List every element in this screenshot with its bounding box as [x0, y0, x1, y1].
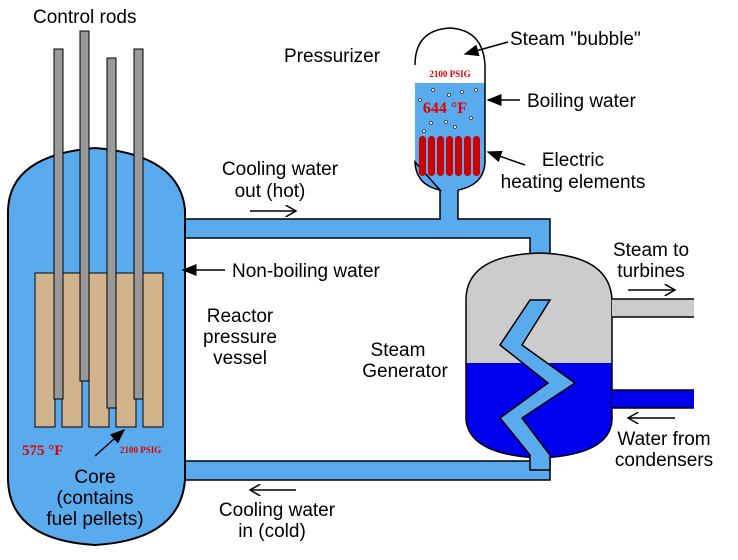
label-turbines: turbines [617, 261, 685, 282]
label-core: Core [74, 467, 115, 488]
annotation-arrows [94, 41, 675, 490]
label-non-boiling-water: Non-boiling water [232, 261, 381, 282]
label-water-from: Water from [617, 429, 710, 450]
label-steam-to: Steam to [613, 240, 689, 261]
heating-elements [419, 136, 480, 176]
heat-exchanger-tube [498, 299, 577, 471]
steam-bubbles [418, 88, 478, 133]
control-rods [53, 30, 144, 409]
steam-generator [465, 252, 694, 471]
label-electric: Electric [542, 150, 604, 171]
label-heating-elements: heating elements [501, 172, 646, 193]
label-cooling-out-hot: out (hot) [235, 181, 306, 202]
label-steam-bubble: Steam "bubble" [510, 29, 641, 50]
label-boiling-water: Boiling water [527, 91, 636, 112]
label-steam: Steam [371, 340, 426, 361]
pressurizer-temperature-readout: 644 °F [423, 100, 467, 117]
label-fuel-pellets: fuel pellets) [46, 509, 143, 530]
fuel-assemblies [34, 272, 164, 428]
label-generator: Generator [362, 361, 448, 382]
label-reactor: Reactor [207, 306, 274, 327]
reactor-pressure-vessel: 575 °F 2100 PSIG [7, 30, 186, 547]
label-control-rods: Control rods [33, 7, 137, 28]
label-pressurizer: Pressurizer [284, 46, 381, 67]
feedwater-inlet-pipe [612, 390, 694, 408]
pressurizer: 2100 PSIG 644 °F [414, 27, 486, 192]
label-pressure: pressure [203, 327, 277, 348]
core-pressure-readout: 2100 PSIG [120, 445, 161, 455]
label-contains: (contains [56, 488, 133, 509]
steam-outlet-pipe [612, 299, 694, 317]
label-cooling-out: Cooling water [222, 159, 339, 180]
label-condensers: condensers [615, 450, 713, 471]
label-cooling-in-cold: in (cold) [238, 521, 306, 542]
pressurizer-pressure-readout: 2100 PSIG [429, 69, 470, 79]
core-temperature-readout: 575 °F [22, 443, 63, 459]
label-vessel: vessel [213, 348, 267, 369]
label-cooling-in: Cooling water [219, 500, 336, 521]
